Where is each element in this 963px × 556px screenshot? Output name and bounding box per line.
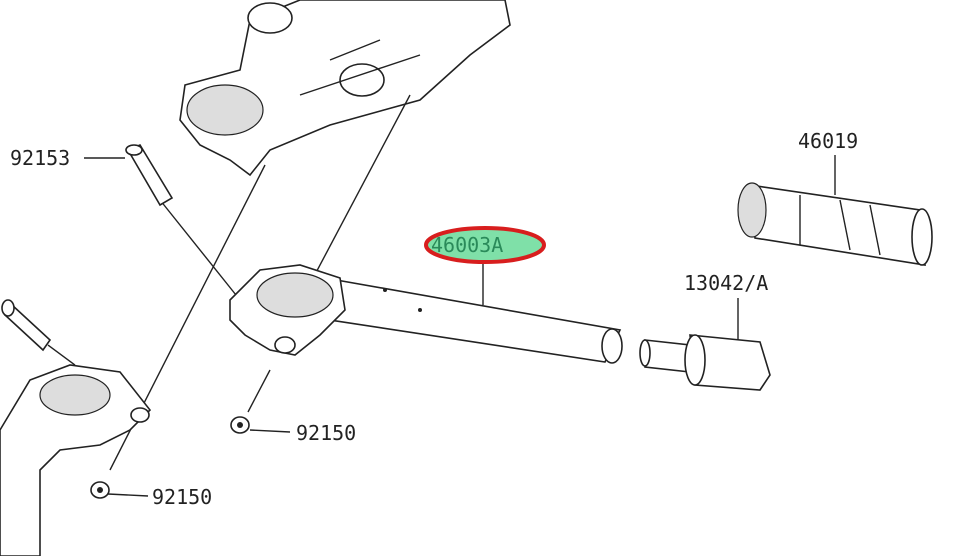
bar-end-13042A <box>639 334 771 391</box>
highlight-ring <box>424 226 546 264</box>
label-92153: 92153 <box>10 146 70 170</box>
bolt-92153 <box>125 143 174 207</box>
label-92150-left: 92150 <box>152 485 212 509</box>
bolt-left <box>1 299 76 366</box>
handlebar-46003A <box>229 264 623 364</box>
label-13042A: 13042/A <box>684 271 768 295</box>
bolt-92150-right <box>230 416 250 434</box>
label-46003A: 46003A <box>431 233 503 257</box>
bolt-92150-left <box>90 481 110 499</box>
label-92150-right: 92150 <box>296 421 356 445</box>
grip-46019 <box>737 182 933 266</box>
triple-clamp <box>179 0 511 177</box>
left-clamp <box>0 364 152 556</box>
label-46019: 46019 <box>798 129 858 153</box>
